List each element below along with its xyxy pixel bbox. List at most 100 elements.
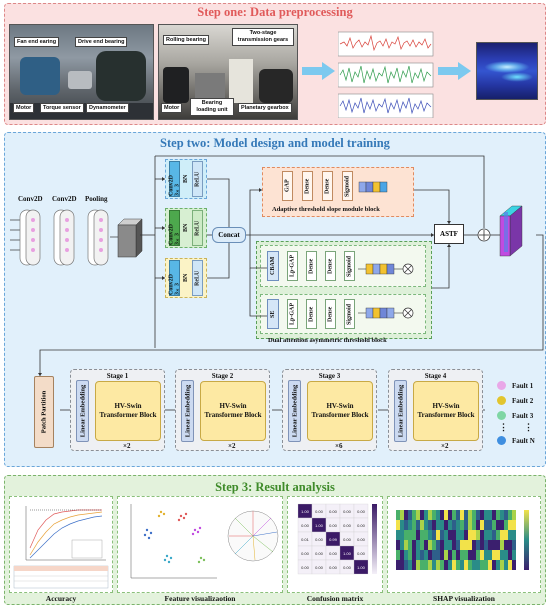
shap-cell: [508, 560, 512, 570]
shap-cell: [504, 530, 508, 540]
conv2d-stack-2: [53, 209, 75, 266]
shap-cell: [480, 530, 484, 540]
shap-cell: [428, 560, 432, 570]
shap-cell: [432, 510, 436, 520]
shap-cell: [400, 520, 404, 530]
shap-cell: [456, 510, 460, 520]
label-fan-end: Fan end earing: [14, 37, 60, 47]
shap-cell: [464, 530, 468, 540]
shap-cell: [480, 560, 484, 570]
shap-cell: [416, 520, 420, 530]
shap-cell: [512, 510, 516, 520]
label-dyno: Dynamometer: [86, 103, 129, 113]
shap-cell: [412, 530, 416, 540]
step2-title: Step two: Model design and model trainin…: [160, 136, 390, 150]
fault-2-label: Fault 2: [512, 396, 534, 405]
concat-box: Concat: [212, 227, 246, 243]
shap-cell: [436, 530, 440, 540]
shap-cell: [456, 520, 460, 530]
caption-shap: SHAP visualization: [433, 594, 495, 603]
shap-cell: [436, 560, 440, 570]
fault-item-1: Fault 1: [497, 381, 533, 390]
shap-cell: [456, 540, 460, 550]
stage-1-linear-embedding-label: Linear Embedding: [79, 384, 86, 438]
shap-cell: [420, 540, 424, 550]
shap-cell: [492, 510, 496, 520]
tsne-scatter: [130, 504, 217, 579]
signal-red: [339, 34, 432, 52]
shap-cell: [500, 520, 504, 530]
confusion-value: 0.00: [329, 565, 338, 570]
stage-1-transformer-block: HV-Swin Transformer Block: [95, 381, 161, 441]
shap-cell: [500, 510, 504, 520]
shap-cell: [476, 530, 480, 540]
fault-2-marker: [497, 396, 506, 405]
shap-cell: [448, 560, 452, 570]
shap-cell: [416, 550, 420, 560]
shap-cell: [488, 510, 492, 520]
fault-n-label: Fault N: [512, 436, 535, 445]
shap-cell: [408, 510, 412, 520]
shap-cell: [460, 540, 464, 550]
astf-box: ASTF: [434, 224, 464, 244]
shap-cell: [460, 510, 464, 520]
confusion-value: 0.99: [329, 537, 338, 542]
caption-confusion-matrix: Confusion matrix: [306, 594, 364, 603]
shap-cell: [420, 560, 424, 570]
fault-1-label: Fault 1: [512, 381, 534, 390]
confusion-value: 0.00: [357, 551, 366, 556]
conv-pool-stacks: [10, 209, 143, 266]
shap-cell: [400, 530, 404, 540]
shap-cell: [484, 540, 488, 550]
atsm-output-cubes: [358, 181, 388, 193]
shap-cell: [440, 550, 444, 560]
shap-cell: [420, 510, 424, 520]
confusion-value: 0.00: [329, 523, 338, 528]
stage-3-linear-embedding: Linear Embedding: [288, 380, 301, 442]
shap-cell: [460, 530, 464, 540]
shap-cell: [416, 540, 420, 550]
shap-cell: [448, 520, 452, 530]
shap-heatmap: [396, 510, 529, 570]
shap-cell: [488, 540, 492, 550]
shap-cell: [492, 560, 496, 570]
fault-n-marker: [497, 436, 506, 445]
shap-cell: [472, 550, 476, 560]
shap-cell: [444, 560, 448, 570]
label-gears-text: Two-stage transmission gears: [237, 30, 289, 43]
shap-cell: [504, 540, 508, 550]
shap-cell: [472, 530, 476, 540]
fault-dots: ⋮ ⋮: [499, 422, 533, 433]
shap-cell: [440, 540, 444, 550]
shap-cell: [444, 520, 448, 530]
shap-cell: [440, 520, 444, 530]
shap-cell: [472, 510, 476, 520]
shap-cell: [408, 530, 412, 540]
vdots-1: ⋮: [499, 422, 508, 432]
shap-cell: [448, 530, 452, 540]
vdots-2: ⋮: [524, 422, 533, 432]
shap-cell: [496, 520, 500, 530]
shap-cell: [404, 530, 408, 540]
shap-cell: [508, 530, 512, 540]
shap-cell: [420, 520, 424, 530]
shap-cell: [448, 510, 452, 520]
shap-cell: [468, 510, 472, 520]
shap-cell: [436, 510, 440, 520]
stage-3-transformer-block: HV-Swin Transformer Block: [307, 381, 373, 441]
shap-cell: [436, 550, 440, 560]
shap-cell: [460, 560, 464, 570]
stage-4-linear-embedding: Linear Embedding: [394, 380, 407, 442]
shap-cell: [464, 550, 468, 560]
shap-cell: [436, 520, 440, 530]
shap-cell: [476, 540, 480, 550]
shap-cell: [456, 550, 460, 560]
shap-cell: [496, 550, 500, 560]
dual-attention-outputs: [358, 263, 414, 319]
shap-cell: [484, 530, 488, 540]
shap-cell: [476, 520, 480, 530]
shap-cell: [504, 510, 508, 520]
